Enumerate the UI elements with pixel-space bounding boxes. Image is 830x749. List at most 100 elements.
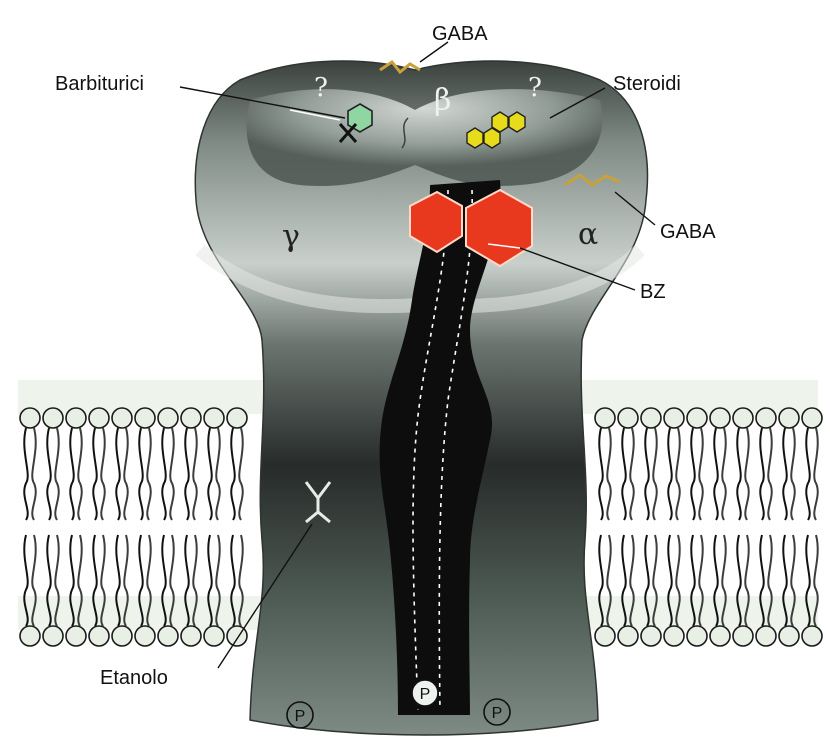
lipid-tail-outer — [645, 428, 648, 520]
lipid-tail-outer — [216, 428, 219, 520]
lipid-head-inner — [20, 626, 40, 646]
lipid-tail-outer — [653, 428, 656, 520]
lipid-head-inner — [756, 626, 776, 646]
lipid-tail-outer — [814, 428, 817, 520]
lipid-tail-outer — [622, 428, 625, 520]
lipid-head-inner — [618, 626, 638, 646]
lipid-head-outer — [43, 408, 63, 428]
lipid-tail-outer — [783, 428, 786, 520]
label-gaba-right: GABA — [660, 221, 716, 243]
lipid-head-inner — [89, 626, 109, 646]
lipid-head-outer — [204, 408, 224, 428]
lipid-tail-outer — [124, 428, 127, 520]
lipid-head-inner — [687, 626, 707, 646]
lipid-head-outer — [802, 408, 822, 428]
lipid-tail-outer — [737, 428, 740, 520]
lipid-head-outer — [20, 408, 40, 428]
lipid-head-inner — [43, 626, 63, 646]
label-gaba-top: GABA — [432, 23, 488, 45]
lipid-head-inner — [664, 626, 684, 646]
lipid-tail-outer — [193, 428, 196, 520]
lipid-head-outer — [687, 408, 707, 428]
lipid-tail-outer — [714, 428, 717, 520]
lipid-tail-outer — [676, 428, 679, 520]
lipid-tail-outer — [722, 428, 725, 520]
lipid-tail-outer — [185, 428, 188, 520]
lipid-head-inner — [135, 626, 155, 646]
steroid-ring-4 — [509, 112, 525, 132]
lipid-tail-outer — [760, 428, 763, 520]
lipid-head-outer — [710, 408, 730, 428]
steroid-ring-1 — [467, 128, 483, 148]
lipid-tail-outer — [70, 428, 73, 520]
lipid-tail-outer — [32, 428, 35, 520]
lipid-tail-outer — [599, 428, 602, 520]
label-steroidi: Steroidi — [613, 73, 681, 95]
lipid-tail-outer — [78, 428, 81, 520]
lipid-tail-outer — [139, 428, 142, 520]
phospho-label-center: P — [420, 686, 431, 703]
lipid-head-outer — [779, 408, 799, 428]
lipid-tail-outer — [791, 428, 794, 520]
lipid-tail-outer — [147, 428, 150, 520]
lipid-head-outer — [227, 408, 247, 428]
lipid-tail-outer — [668, 428, 671, 520]
lipid-head-inner — [595, 626, 615, 646]
label-etanolo: Etanolo — [100, 667, 168, 689]
lipid-head-outer — [595, 408, 615, 428]
lipid-head-outer — [618, 408, 638, 428]
unknown-site-right: ? — [528, 73, 542, 103]
lipid-head-outer — [181, 408, 201, 428]
phospho-label-right: P — [492, 705, 503, 722]
unknown-site-left: ? — [314, 73, 328, 103]
lipid-head-inner — [710, 626, 730, 646]
lipid-tail-outer — [630, 428, 633, 520]
lipid-head-outer — [89, 408, 109, 428]
lipid-tail-outer — [699, 428, 702, 520]
lipid-head-inner — [779, 626, 799, 646]
lipid-tail-outer — [745, 428, 748, 520]
steroid-ring-3 — [492, 112, 508, 132]
subunit-alpha: α — [578, 217, 598, 252]
lipid-head-inner — [802, 626, 822, 646]
lipid-tail-outer — [93, 428, 96, 520]
lipid-head-outer — [733, 408, 753, 428]
lipid-tail-outer — [55, 428, 58, 520]
lipid-head-inner — [204, 626, 224, 646]
lipid-tail-outer — [170, 428, 173, 520]
label-bz: BZ — [640, 281, 666, 303]
phospho-label-left: P — [295, 708, 306, 725]
lipid-head-outer — [66, 408, 86, 428]
lipid-tail-outer — [691, 428, 694, 520]
lipid-head-inner — [733, 626, 753, 646]
leader-gaba-top — [420, 42, 448, 62]
subunit-beta: β — [434, 83, 451, 118]
lipid-tail-outer — [101, 428, 104, 520]
lipid-tail-outer — [768, 428, 771, 520]
lipid-tail-outer — [162, 428, 165, 520]
label-barbiturici: Barbiturici — [55, 73, 144, 95]
lipid-head-outer — [112, 408, 132, 428]
lipid-tail-outer — [47, 428, 50, 520]
lipid-tail-outer — [806, 428, 809, 520]
lipid-tail-outer — [231, 428, 234, 520]
lipid-head-outer — [158, 408, 178, 428]
lipid-head-outer — [664, 408, 684, 428]
lipid-head-inner — [112, 626, 132, 646]
lipid-tail-outer — [24, 428, 27, 520]
receptor-body — [195, 61, 647, 735]
lipid-head-inner — [181, 626, 201, 646]
lipid-head-outer — [756, 408, 776, 428]
lipid-tail-outer — [607, 428, 610, 520]
subunit-gamma: γ — [282, 219, 300, 254]
lipid-tail-outer — [116, 428, 119, 520]
lipid-head-inner — [66, 626, 86, 646]
lipid-head-inner — [158, 626, 178, 646]
lipid-head-outer — [641, 408, 661, 428]
lipid-tail-outer — [239, 428, 242, 520]
lipid-head-outer — [135, 408, 155, 428]
lipid-head-inner — [641, 626, 661, 646]
lipid-tail-outer — [208, 428, 211, 520]
